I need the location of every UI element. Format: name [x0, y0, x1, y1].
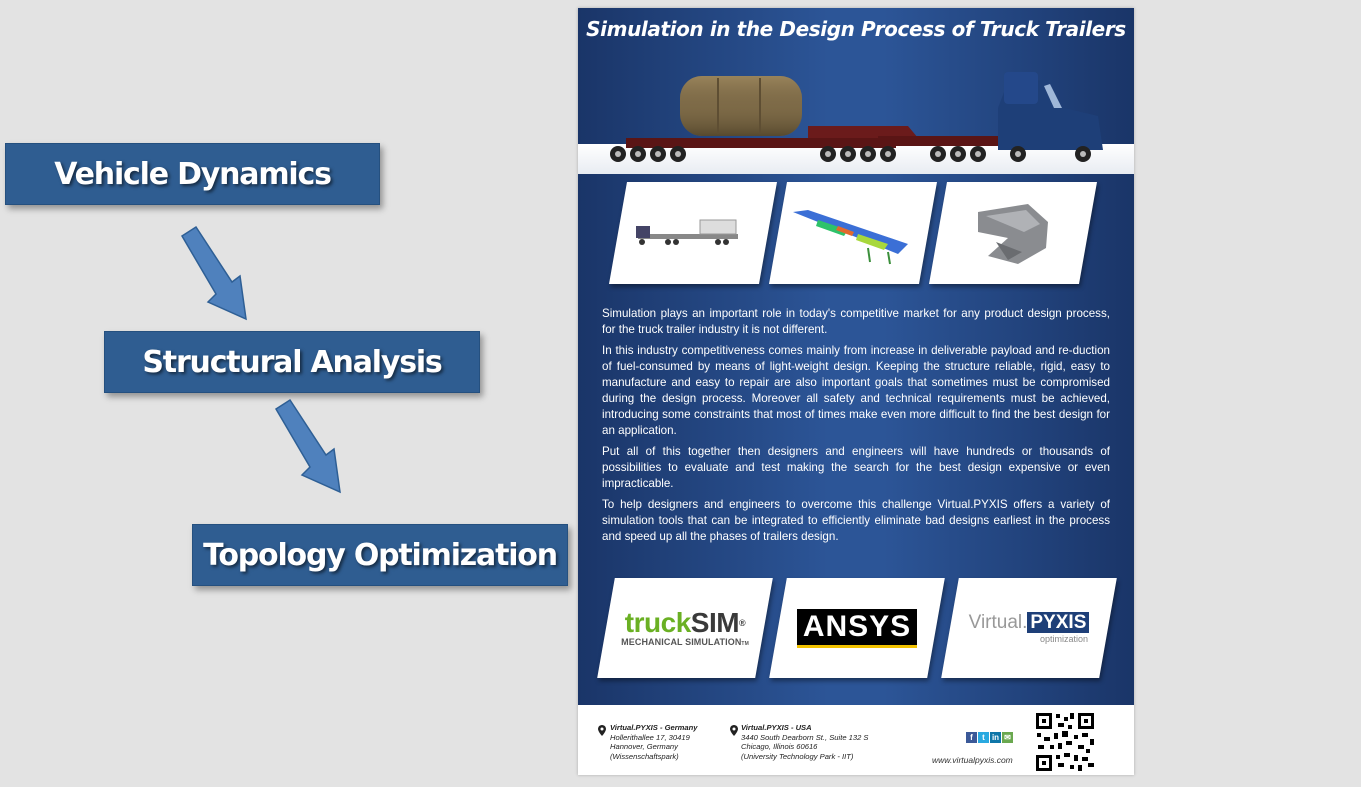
trucksim-subtitle: MECHANICAL SIMULATION [621, 637, 742, 647]
twitter-icon[interactable]: t [978, 732, 989, 743]
flyer-title: Simulation in the Design Process of Truc… [586, 17, 1126, 41]
truck-thumbnail-icon [636, 219, 738, 245]
trucksim-logo: truckSIM® MECHANICAL SIMULATIONTM [597, 578, 773, 678]
trademark-mark: TM [741, 641, 749, 647]
social-icons: f t in ✉ [966, 732, 1013, 743]
virtual-pyxis-logo: Virtual.PYXIS optimization [941, 578, 1117, 678]
facebook-icon[interactable]: f [966, 732, 977, 743]
email-icon[interactable]: ✉ [1002, 732, 1013, 743]
address-name: Virtual.PYXIS - USA [741, 723, 812, 732]
step-structural-analysis: Structural Analysis [104, 331, 480, 393]
flyer-body-text: Simulation plays an important role in to… [602, 306, 1110, 550]
location-pin-icon [730, 725, 738, 736]
paragraph: In this industry competitiveness comes m… [602, 344, 1110, 437]
pyxis-subtitle: optimization [1039, 634, 1089, 644]
paragraph: Simulation plays an important role in to… [602, 307, 1110, 336]
trucksim-sim-text: SIM [690, 607, 740, 638]
flyer-footer: Virtual.PYXIS - Germany Hollerithallee 1… [578, 705, 1134, 775]
tile-fem-trailer [769, 182, 937, 284]
down-right-arrow-icon [274, 398, 341, 494]
address-germany: Virtual.PYXIS - Germany Hollerithallee 1… [610, 723, 698, 761]
address-line: (Wissenschaftspark) [610, 751, 679, 761]
qr-code-icon[interactable] [1034, 711, 1096, 773]
step-topology-optimization: Topology Optimization [192, 524, 568, 586]
trucksim-truck-text: truck [624, 607, 691, 638]
ansys-wordmark: ANSYS [796, 608, 918, 648]
tile-topology-part [929, 182, 1097, 284]
fem-trailer-icon [793, 210, 908, 265]
flyer-document: Simulation in the Design Process of Truc… [578, 8, 1134, 775]
registered-mark: ® [739, 618, 746, 628]
step-vehicle-dynamics: Vehicle Dynamics [5, 143, 380, 205]
address-line: Chicago, Illinois 60616 [741, 742, 818, 751]
address-line: (University Technology Park - IIT) [741, 751, 854, 761]
truck-trailer-illustration [610, 72, 1103, 162]
location-pin-icon [598, 725, 606, 736]
ansys-logo: ANSYS [769, 578, 945, 678]
pyxis-virtual-text: Virtual. [968, 612, 1028, 633]
address-line: 3440 South Dearborn St., Suite 132 S [741, 732, 869, 742]
image-tiles [608, 182, 1108, 284]
paragraph: Put all of this together then designers … [602, 445, 1110, 490]
linkedin-icon[interactable]: in [990, 732, 1001, 743]
address-usa: Virtual.PYXIS - USA 3440 South Dearborn … [741, 723, 869, 761]
partner-logos: truckSIM® MECHANICAL SIMULATIONTM ANSYS … [597, 578, 1118, 680]
website-link[interactable]: www.virtualpyxis.com [932, 755, 1013, 765]
pyxis-box-text: PYXIS [1027, 612, 1090, 633]
paragraph: To help designers and engineers to overc… [602, 498, 1110, 543]
tile-truck-photo [609, 182, 777, 284]
topology-part-icon [978, 204, 1048, 264]
address-line: Hollerithallee 17, 30419 [610, 732, 690, 742]
address-name: Virtual.PYXIS - Germany [610, 723, 698, 732]
down-right-arrow-icon [180, 225, 247, 321]
address-line: Hannover, Germany [610, 742, 678, 751]
